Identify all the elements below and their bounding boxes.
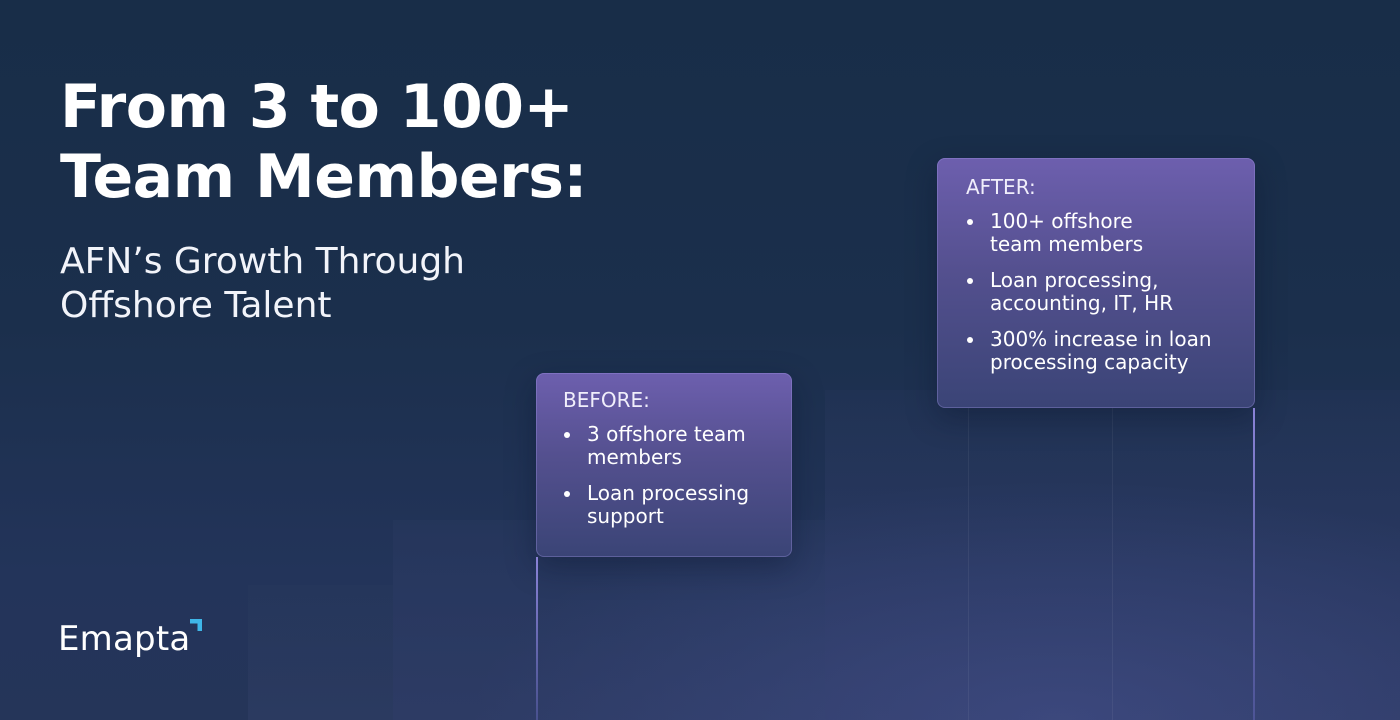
bullet-icon: [564, 491, 570, 497]
after-card: AFTER: 100+ offshore team members Loan p…: [937, 158, 1255, 408]
list-item-text: 100+ offshore team members: [990, 210, 1239, 256]
background-divider: [968, 408, 969, 720]
subheadline: AFN’s Growth Through Offshore Talent: [60, 240, 465, 328]
list-item-text: Loan processing support: [587, 482, 776, 528]
bullet-icon: [967, 219, 973, 225]
headline-line: Team Members:: [60, 142, 587, 212]
logo-wordmark: Emapta: [58, 619, 191, 659]
list-item-line: processing capacity: [990, 350, 1189, 374]
list-item: Loan processing support: [563, 482, 776, 528]
headline-line: From 3 to 100+: [60, 72, 574, 142]
list-item: 100+ offshore team members: [966, 210, 1239, 256]
background-divider: [1112, 408, 1113, 720]
before-list: 3 offshore team members Loan processing …: [563, 423, 776, 528]
list-item-text: 3 offshore team members: [587, 423, 776, 469]
list-item-line: members: [587, 445, 682, 469]
list-item: 3 offshore team members: [563, 423, 776, 469]
list-item-text: Loan processing, accounting, IT, HR: [990, 269, 1239, 315]
emapta-logo: Emapta: [58, 616, 203, 662]
bullet-icon: [967, 337, 973, 343]
list-item-line: team members: [990, 232, 1144, 256]
after-connector-line: [1253, 408, 1255, 720]
background-step: [248, 585, 393, 720]
corner-bracket-icon: [190, 619, 203, 631]
list-item-line: accounting, IT, HR: [990, 291, 1174, 315]
list-item: Loan processing, accounting, IT, HR: [966, 269, 1239, 315]
list-item-text: 300% increase in loan processing capacit…: [990, 328, 1239, 374]
list-item-line: 300% increase in loan: [990, 327, 1212, 351]
before-card: BEFORE: 3 offshore team members Loan pro…: [536, 373, 792, 557]
bullet-icon: [564, 432, 570, 438]
list-item-line: 3 offshore team: [587, 422, 746, 446]
after-list: 100+ offshore team members Loan processi…: [966, 210, 1239, 374]
list-item-line: 100+ offshore: [990, 209, 1133, 233]
list-item: 300% increase in loan processing capacit…: [966, 328, 1239, 374]
bullet-icon: [967, 278, 973, 284]
list-item-line: Loan processing: [587, 481, 750, 505]
subheadline-line: Offshore Talent: [60, 285, 332, 326]
list-item-line: Loan processing,: [990, 268, 1159, 292]
headline: From 3 to 100+ Team Members:: [60, 72, 587, 212]
after-card-title: AFTER:: [966, 175, 1036, 199]
subheadline-line: AFN’s Growth Through: [60, 241, 465, 282]
list-item-line: support: [587, 504, 664, 528]
before-connector-line: [536, 557, 538, 720]
before-card-title: BEFORE:: [563, 388, 650, 412]
